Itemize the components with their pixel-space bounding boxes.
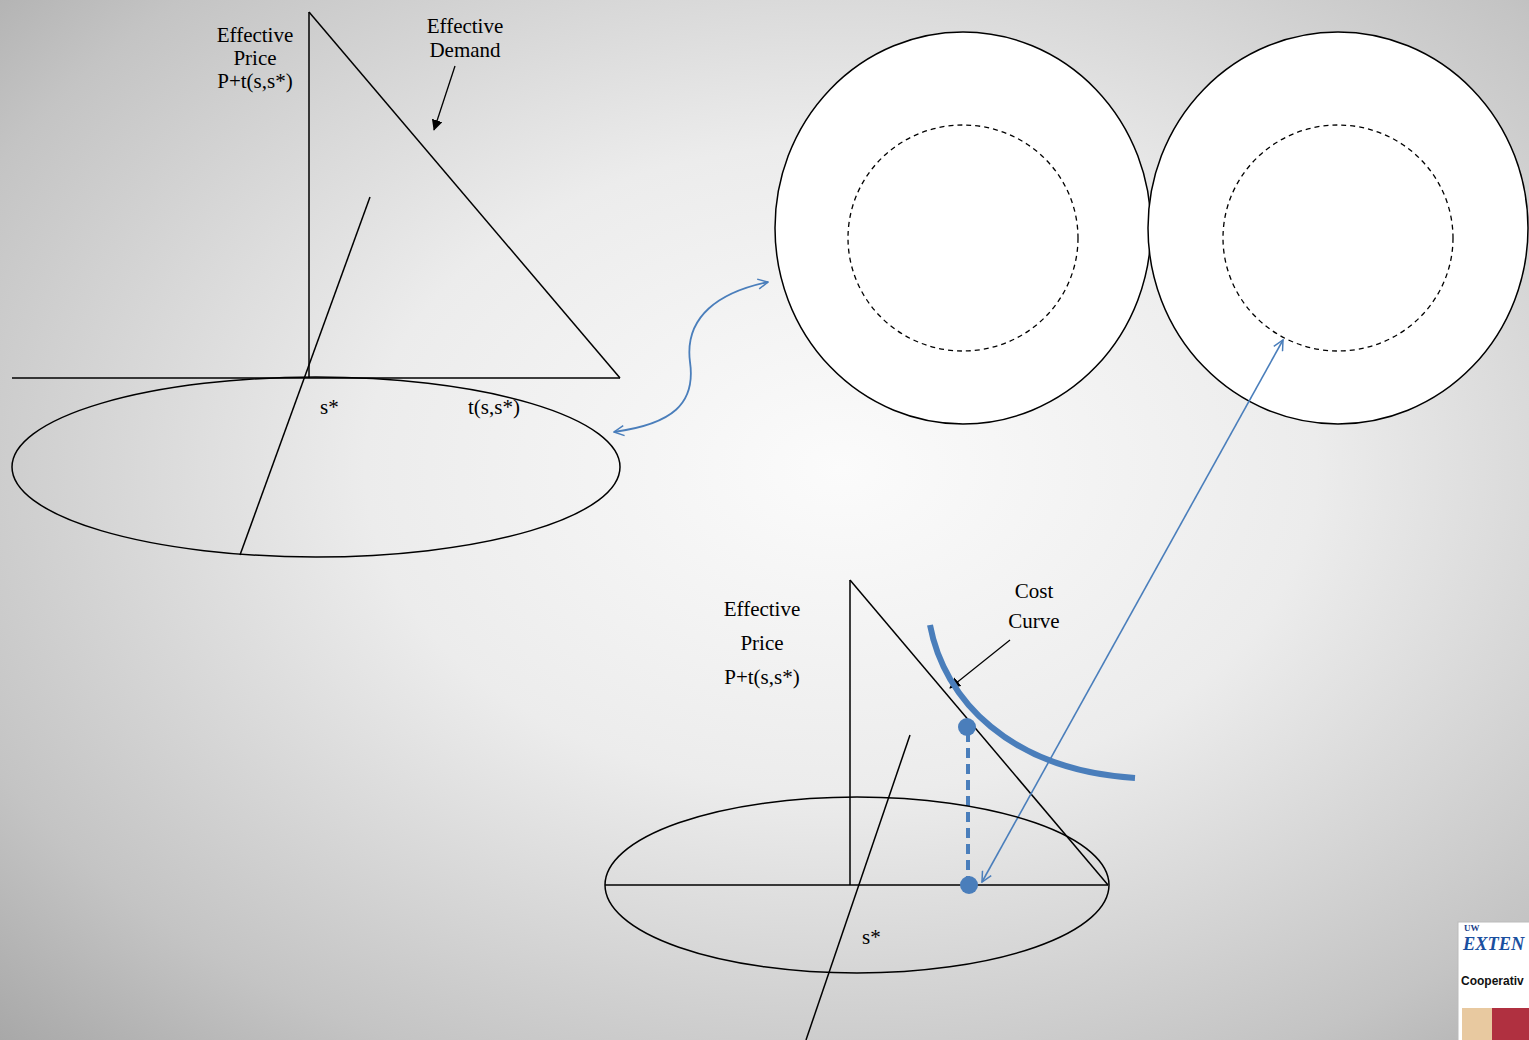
intersection-dot xyxy=(958,718,976,736)
curve-label: Effective Demand xyxy=(410,14,520,62)
axis-label: s* xyxy=(862,925,881,949)
region-ellipse: s* xyxy=(605,797,1109,973)
axis-title: Effective Price P+t(s,s*) xyxy=(712,592,812,694)
demand-axes xyxy=(12,12,620,555)
link-arrow xyxy=(982,340,1283,882)
leader-arrow xyxy=(434,66,455,130)
cost-axes xyxy=(605,580,1108,1040)
ellipse-outline xyxy=(605,797,1109,973)
logo xyxy=(1458,922,1529,1040)
reach-dot xyxy=(960,876,978,894)
region-ellipse: s* t(s,s*) xyxy=(12,377,620,557)
logo-text: EXTEN xyxy=(1463,934,1524,954)
market-circles xyxy=(775,32,1528,424)
axis-label: t(s,s*) xyxy=(468,395,520,419)
logo-text: Cooperativ xyxy=(1461,975,1524,988)
ellipse-outline xyxy=(12,377,620,557)
logo-text: UW xyxy=(1464,924,1480,934)
axis-label: s* xyxy=(320,395,339,419)
cost-curve xyxy=(930,625,1135,778)
leader-arrow xyxy=(950,640,1010,688)
axis-title: Effective Price P+t(s,s*) xyxy=(205,24,305,93)
curve-label: Cost Curve xyxy=(994,576,1074,636)
link-arrow xyxy=(614,282,768,432)
